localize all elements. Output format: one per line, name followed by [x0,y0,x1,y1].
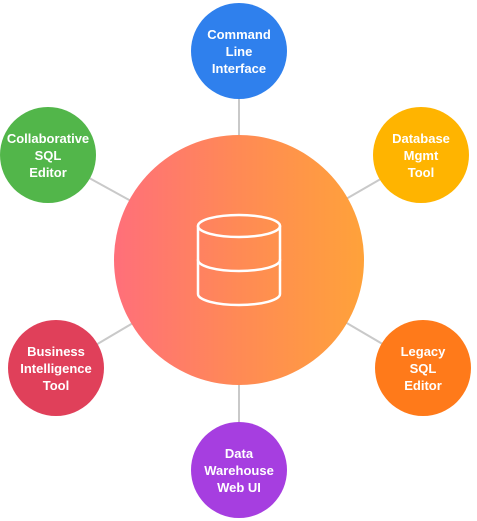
node-data-warehouse-web-ui[interactable]: Data Warehouse Web UI [191,422,287,518]
node-command-line-interface[interactable]: Command Line Interface [191,3,287,99]
node-business-intelligence-tool[interactable]: Business Intelligence Tool [8,320,104,416]
node-collaborative-sql-editor[interactable]: Collaborative SQL Editor [0,107,96,203]
connector-line [344,321,384,346]
node-database-mgmt-tool[interactable]: Database Mgmt Tool [373,107,469,203]
node-label: Collaborative SQL Editor [6,130,90,180]
node-label: Database Mgmt Tool [392,130,450,180]
node-label: Business Intelligence Tool [20,343,92,393]
node-label: Command Line Interface [207,26,271,76]
connector-line [238,97,240,137]
database-icon [193,212,285,308]
connector-line [87,176,132,202]
node-label: Legacy SQL Editor [400,343,446,393]
connector-line [345,177,382,200]
connector-line [95,321,134,346]
node-label: Data Warehouse Web UI [204,445,274,495]
connector-line [238,383,240,424]
node-legacy-sql-editor[interactable]: Legacy SQL Editor [375,320,471,416]
database-hub [114,135,364,385]
